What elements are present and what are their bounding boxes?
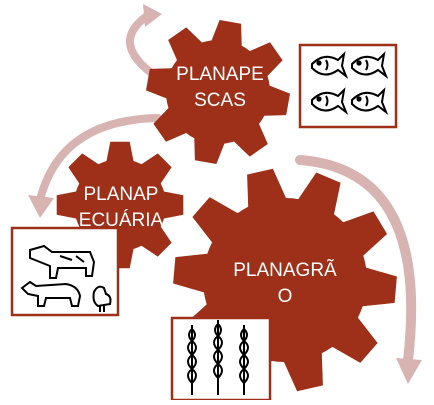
cycle-arrow-left: [36, 114, 162, 204]
wheat-icon: [170, 316, 272, 402]
gear-fish-label-line1: PLANAPE: [176, 64, 264, 85]
gear-fish-shape: [146, 20, 290, 164]
fish-icon: [298, 43, 398, 129]
cycle-arrow-top: [126, 10, 154, 76]
arrowhead-top: [143, 4, 162, 27]
gear-grain-label-line2: O: [277, 285, 293, 307]
gear-fish: [146, 20, 290, 164]
gear-cattle-label-line2: ECUÁRIA: [78, 209, 164, 231]
gear-cattle-label: PLANAP ECUÁRIA: [66, 182, 176, 233]
gear-fish-label: PLANAPE SCAS: [170, 62, 270, 113]
gear-fish-label-line2: SCAS: [194, 89, 246, 111]
cycle-arrow-right: [295, 155, 417, 365]
gear-grain-label-line1: PLANAGRÃ: [233, 260, 337, 281]
gear-cattle-label-line1: PLANAP: [83, 184, 159, 205]
arrowhead-right: [396, 358, 422, 384]
gear-grain-label: PLANAGRÃ O: [225, 258, 345, 309]
farm-animals-icon: [10, 226, 120, 317]
arrowhead-left: [28, 195, 54, 218]
